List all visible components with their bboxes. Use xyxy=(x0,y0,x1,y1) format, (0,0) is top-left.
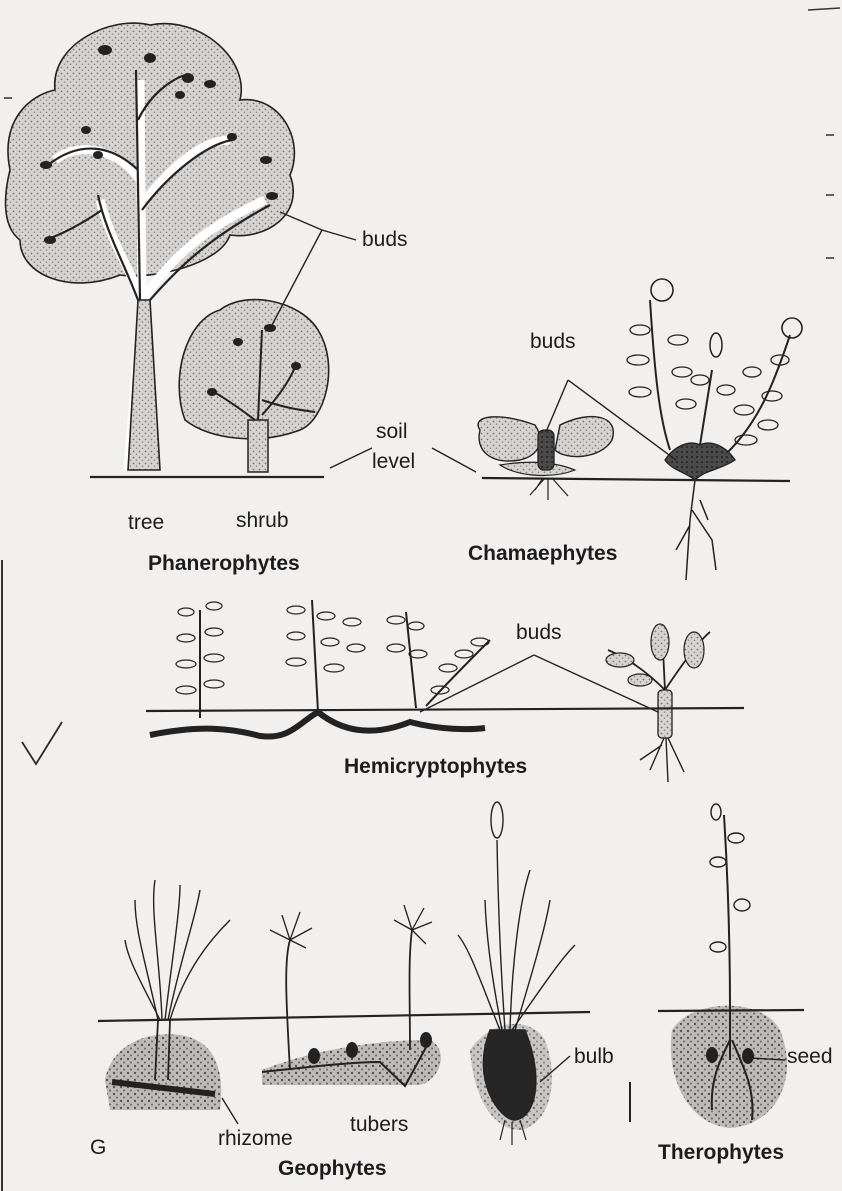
label-rhizome: rhizome xyxy=(218,1128,293,1149)
title-phanerophytes: Phanerophytes xyxy=(148,553,300,574)
title-therophytes: Therophytes xyxy=(658,1142,784,1163)
soil-line-therophytes xyxy=(658,1010,804,1011)
label-buds-hemicryptophytes: buds xyxy=(516,622,562,643)
label-level: level xyxy=(372,451,415,472)
label-tree: tree xyxy=(128,512,164,533)
chamaephyte-rosette-drawing xyxy=(478,417,613,500)
label-buds-tree: buds xyxy=(362,229,408,250)
label-bulb: bulb xyxy=(574,1046,614,1067)
soil-line-chamaephytes xyxy=(482,478,790,481)
hemicryptophyte-runners-drawing xyxy=(150,600,490,737)
label-buds-chamaephytes: buds xyxy=(530,331,576,352)
therophyte-drawing xyxy=(671,804,787,1128)
geophyte-bulb-drawing xyxy=(458,802,575,1145)
label-corner-g: G xyxy=(90,1137,106,1158)
chamaephyte-branching-drawing xyxy=(627,279,802,580)
title-geophytes: Geophytes xyxy=(278,1158,387,1179)
hemicryptophyte-rosette-drawing xyxy=(606,624,710,782)
title-hemicryptophytes: Hemicryptophytes xyxy=(344,756,527,777)
geophyte-tubers-drawing xyxy=(262,905,441,1086)
geophyte-rhizome-drawing xyxy=(105,880,230,1110)
label-seed: seed xyxy=(787,1046,833,1067)
title-chamaephytes: Chamaephytes xyxy=(468,543,617,564)
shrub-drawing xyxy=(179,300,328,472)
checkmark-annotation xyxy=(22,722,62,764)
label-tubers: tubers xyxy=(350,1114,408,1135)
label-shrub: shrub xyxy=(236,510,289,531)
label-soil: soil xyxy=(376,421,408,442)
